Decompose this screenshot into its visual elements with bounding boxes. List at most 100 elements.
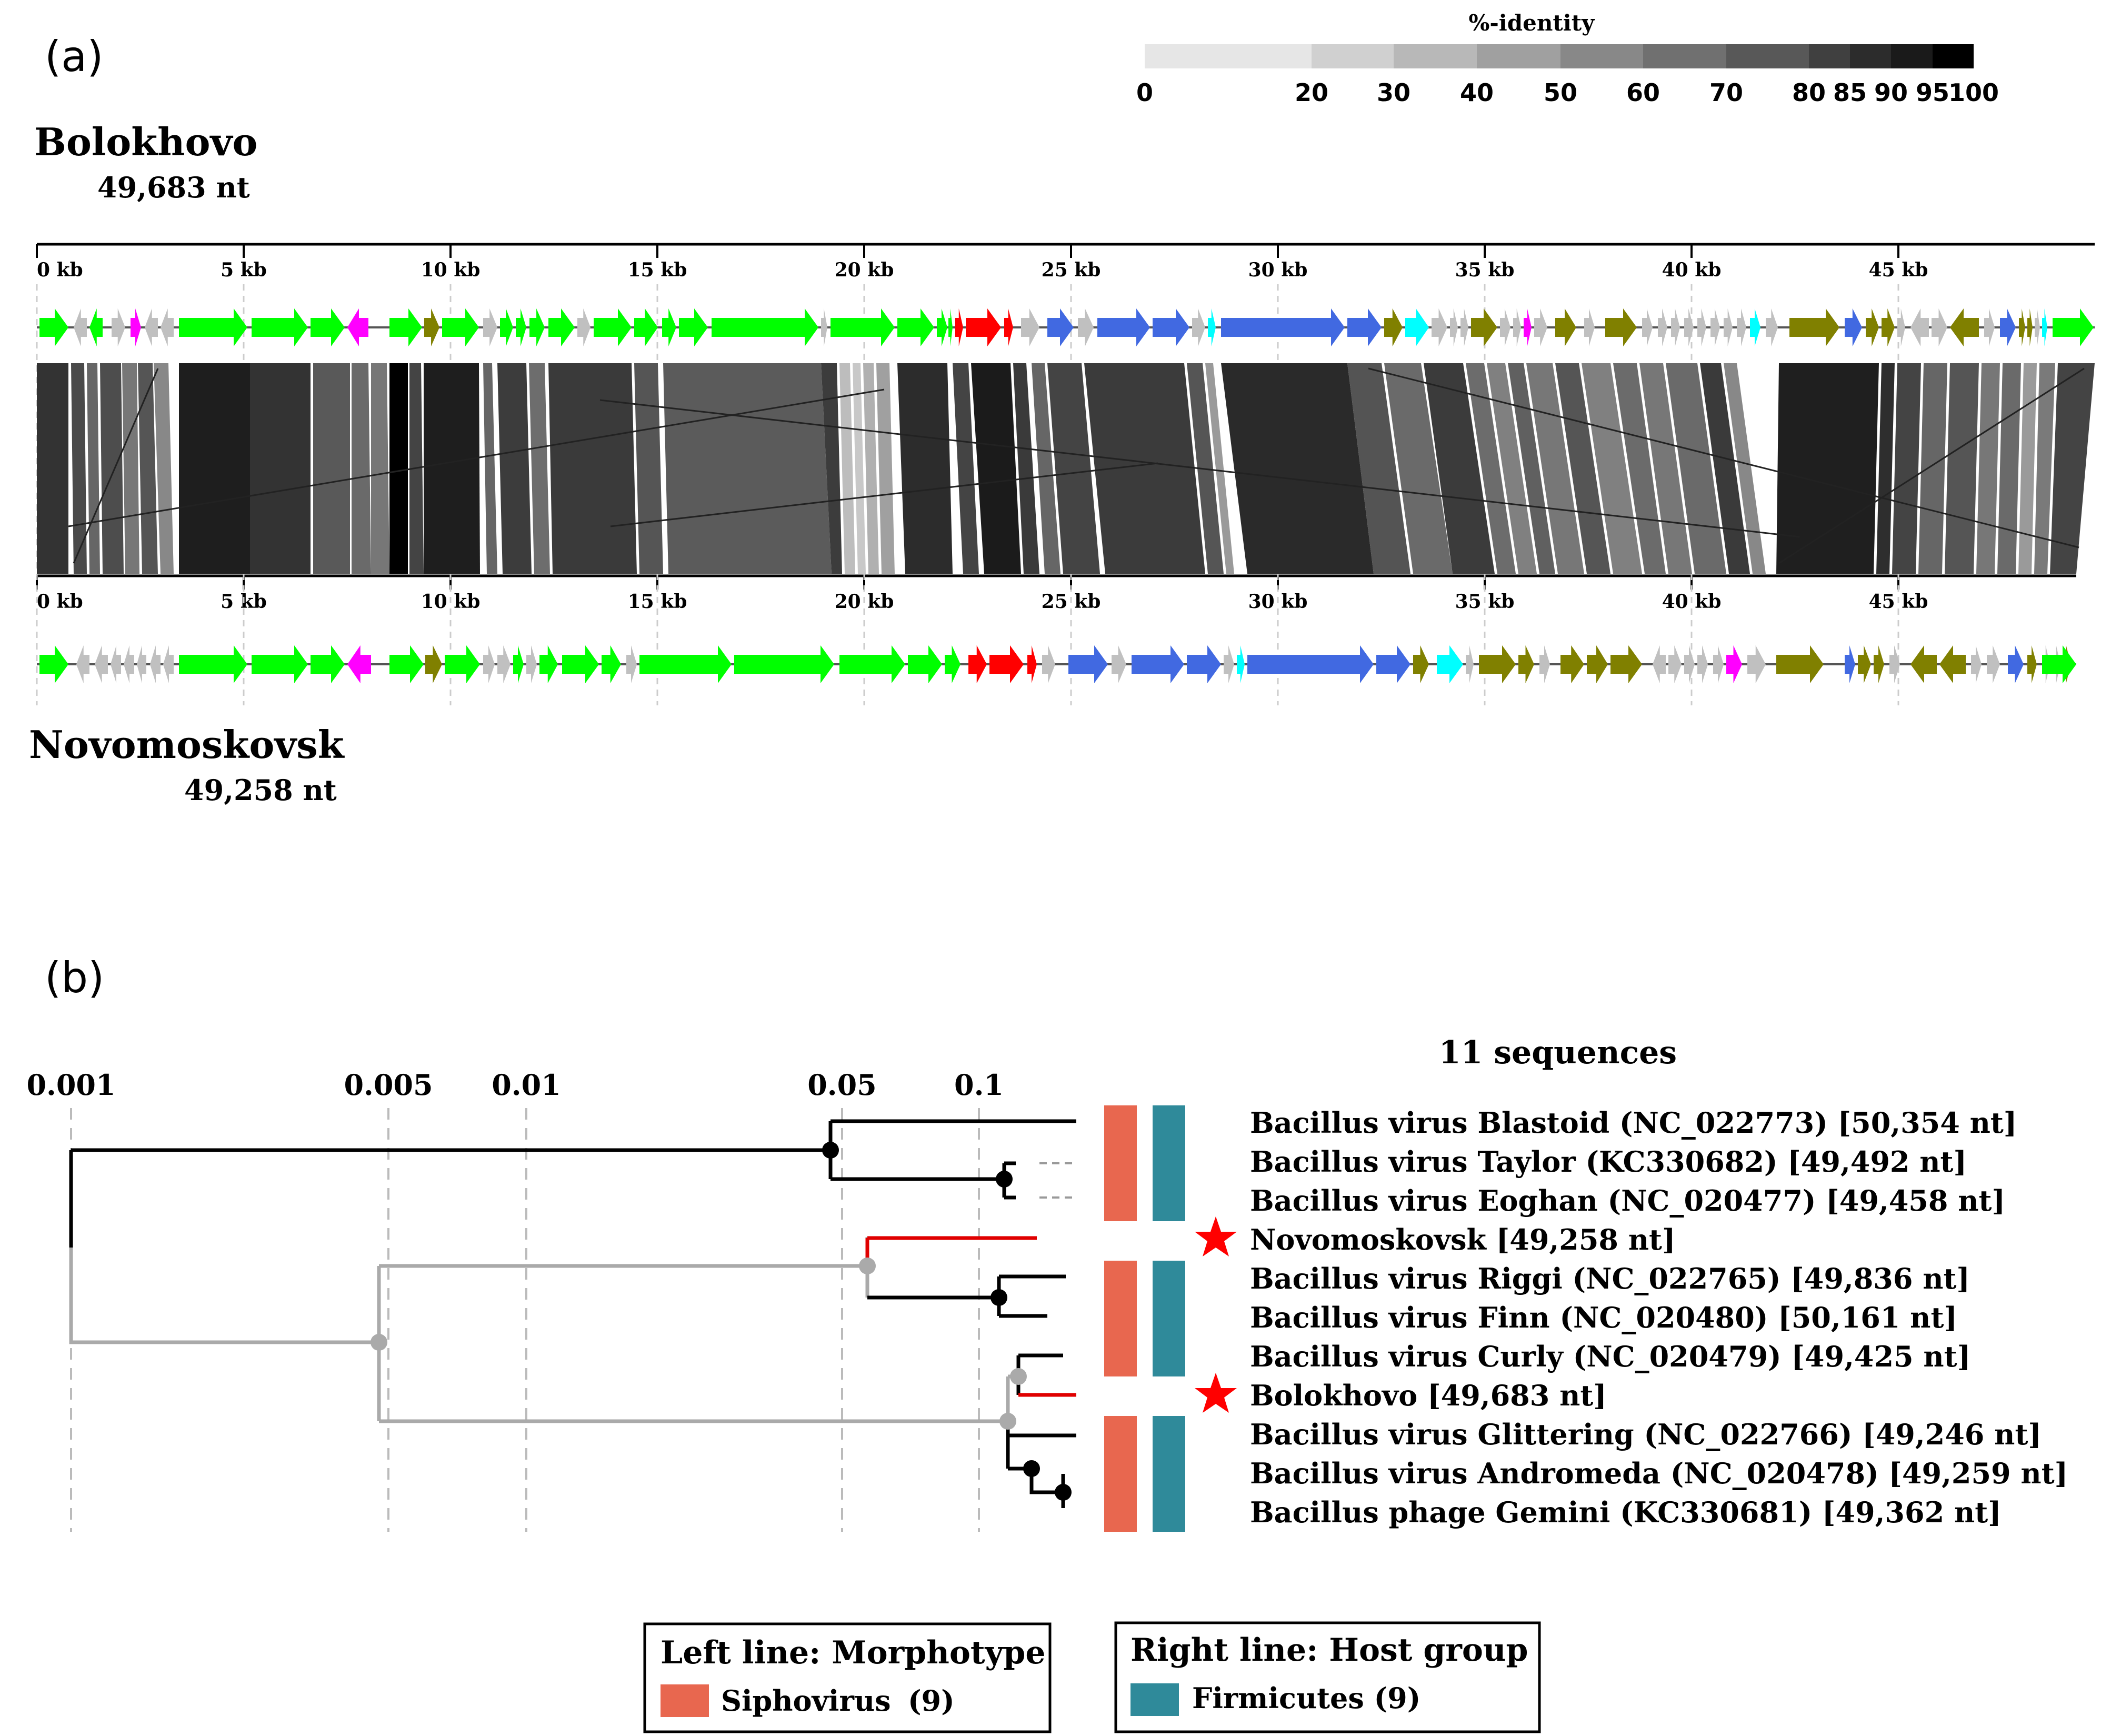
synteny-band xyxy=(863,363,879,574)
tree-node xyxy=(1055,1484,1072,1501)
leaf-labels: Bacillus virus Blastoid (NC_022773) [50,… xyxy=(1250,1106,2068,1529)
leaf-label: Bacillus virus Andromeda (NC_020478) [49… xyxy=(1250,1456,2068,1490)
panel-a-label: (a) xyxy=(45,32,103,81)
identity-swatch xyxy=(1312,44,1394,68)
tree-node xyxy=(1023,1460,1040,1477)
ruler-tick-label: 25 kb xyxy=(1042,259,1101,281)
gene-arrow xyxy=(602,645,621,683)
synteny-band xyxy=(1526,363,1584,574)
gene-arrow xyxy=(1513,308,1521,346)
gene-arrow xyxy=(252,645,308,683)
identity-legend-label: 80 xyxy=(1792,78,1826,107)
gene-arrow xyxy=(39,308,68,346)
gene-arrow xyxy=(1724,308,1733,346)
gene-arrow xyxy=(1021,308,1039,346)
gene-arrow xyxy=(734,645,834,683)
identity-legend-label: 50 xyxy=(1544,78,1577,107)
gene-arrow xyxy=(1713,645,1724,683)
legend-host-item: Firmicutes (9) xyxy=(1192,1681,1420,1715)
gene-arrow xyxy=(1068,645,1108,683)
synteny-band xyxy=(1205,363,1234,574)
synteny-band xyxy=(1724,363,1766,574)
tree-branch xyxy=(1004,1161,1016,1200)
synteny-band xyxy=(2034,363,2055,574)
gene-arrow xyxy=(1858,645,1871,683)
gene-arrow xyxy=(1726,645,1742,683)
identity-legend-label: 85 xyxy=(1833,78,1867,107)
gene-arrow xyxy=(548,308,575,346)
leaf-label: Bacillus virus Eoghan (NC_020477) [49,45… xyxy=(1250,1184,2005,1218)
identity-legend-label: 60 xyxy=(1626,78,1660,107)
gene-arrow xyxy=(679,308,708,346)
ruler-tick-label: 35 kb xyxy=(1455,259,1515,281)
gene-arrow xyxy=(1697,308,1706,346)
synteny-band xyxy=(37,363,68,574)
gene-arrow xyxy=(1376,645,1410,683)
gene-arrow xyxy=(1221,308,1345,346)
ruler-tick-label: 40 kb xyxy=(1662,259,1722,281)
gene-arrow xyxy=(445,645,480,683)
scale-label: 0.05 xyxy=(807,1068,877,1102)
gene-arrow xyxy=(1737,308,1746,346)
gene-arrow xyxy=(1984,308,1995,346)
gene-arrow xyxy=(1866,308,1879,346)
synteny-band xyxy=(1639,363,1692,574)
genome1-name: Bolokhovo xyxy=(34,119,257,164)
gene-arrow xyxy=(1776,645,1824,683)
gene-arrow xyxy=(1653,645,1666,683)
synteny-crossover xyxy=(68,388,885,527)
gene-arrow xyxy=(179,308,247,346)
gene-arrow xyxy=(131,308,141,346)
synteny-band xyxy=(2018,363,2037,574)
legend-morphotype: Left line: Morphotype Siphovirus (9) xyxy=(643,1622,1052,1733)
morphotype-strip xyxy=(1104,1105,1137,1221)
morphotype-strip xyxy=(1104,1416,1137,1532)
gene-arrow xyxy=(252,308,308,346)
tree-node xyxy=(822,1142,839,1159)
synteny-band xyxy=(389,363,408,574)
synteny-band xyxy=(483,363,497,574)
gene-arrow xyxy=(145,308,158,346)
gene-arrow xyxy=(1132,645,1184,683)
ruler-tick-label: 20 kb xyxy=(835,259,894,281)
gene-arrow xyxy=(1247,645,1374,683)
leaf-label: Bacillus phage Gemini (KC330681) [49,362… xyxy=(1250,1495,2002,1529)
identity-swatch xyxy=(1477,44,1560,68)
gene-arrow xyxy=(1932,308,1947,346)
synteny-band xyxy=(1976,363,2000,574)
gene-arrow xyxy=(1910,645,1937,683)
synteny-band xyxy=(1700,363,1750,574)
tree-node xyxy=(859,1258,876,1274)
gene-arrow xyxy=(1153,308,1189,346)
gene-arrow xyxy=(1747,645,1766,683)
synteny-band xyxy=(154,363,174,574)
gene-arrow xyxy=(1668,645,1682,683)
gene-arrow xyxy=(89,308,103,346)
gene-arrow xyxy=(1910,308,1929,346)
synteny-band xyxy=(1508,363,1555,574)
identity-swatch xyxy=(1643,44,1726,68)
leaf-label: Bacillus virus Riggi (NC_022765) [49,836… xyxy=(1250,1262,1970,1295)
gene-arrow xyxy=(179,645,247,683)
gene-arrow xyxy=(539,645,558,683)
gene-arrow xyxy=(1450,308,1458,346)
synteny-band xyxy=(1084,363,1205,574)
gene-arrow xyxy=(1874,645,1884,683)
synteny-band xyxy=(1466,363,1516,574)
tree-node xyxy=(371,1334,387,1351)
synteny-band xyxy=(1424,363,1495,574)
gene-arrow xyxy=(2035,308,2040,346)
identity-swatch xyxy=(1891,44,1933,68)
gene-arrow xyxy=(513,645,524,683)
synteny-band xyxy=(1918,363,1947,574)
gene-arrow xyxy=(1642,308,1653,346)
gene-arrow xyxy=(1889,645,1900,683)
ruler-tick-label: 0 kb xyxy=(37,259,83,281)
gene-arrow xyxy=(1750,308,1760,346)
gene-arrow xyxy=(1460,308,1468,346)
leaf-label: Bacillus virus Taylor (KC330682) [49,492… xyxy=(1250,1145,1967,1179)
identity-legend-label: 40 xyxy=(1460,78,1494,107)
gene-arrow xyxy=(497,645,511,683)
